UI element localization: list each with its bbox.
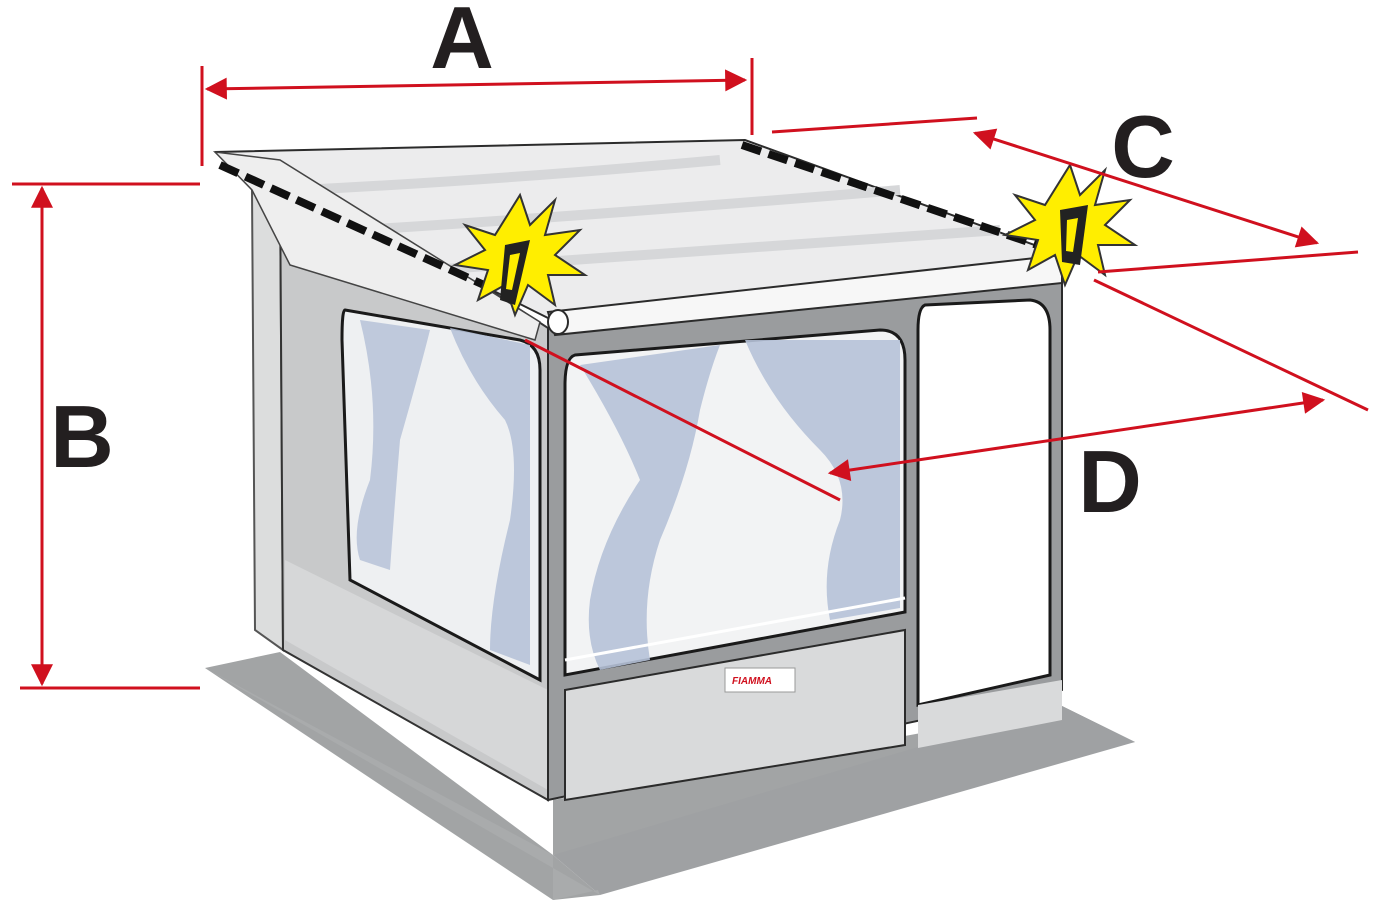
dimension-b: B [12,182,200,690]
fiamma-logo: FIAMMA [724,667,796,693]
label-c: C [1111,97,1175,196]
side-wall-left [250,176,549,802]
dimension-c: C [771,97,1359,274]
dimension-a: A [200,0,754,166]
logo-text: FIAMMA [732,676,772,687]
label-b: B [50,387,114,486]
dimension-d: D [524,278,1369,531]
front-wall [547,278,1063,802]
dashed-edges [218,141,1054,294]
label-a: A [430,0,494,87]
warning-burst-icon [451,192,589,318]
label-d: D [1078,432,1142,531]
ground-shadow [205,652,1135,900]
